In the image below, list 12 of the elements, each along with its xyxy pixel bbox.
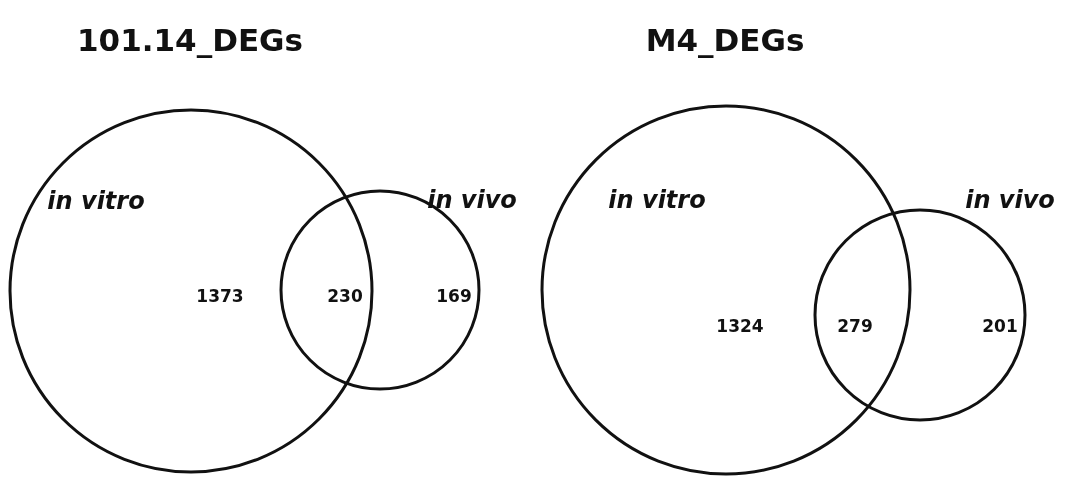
set-label: in vitro (608, 186, 706, 214)
count-label: 201 (982, 316, 1018, 336)
count-label: 1324 (716, 316, 764, 336)
count-label: 279 (837, 316, 873, 336)
count-label: 230 (327, 286, 363, 306)
count-label: 1373 (196, 286, 244, 306)
count-label: 169 (436, 286, 472, 306)
panel-title: M4_DEGs (645, 22, 805, 58)
panel-title: 101.14_DEGs (77, 22, 303, 58)
set-label: in vitro (47, 187, 145, 215)
set-label: in vivo (427, 186, 517, 214)
set-label: in vivo (965, 186, 1055, 214)
